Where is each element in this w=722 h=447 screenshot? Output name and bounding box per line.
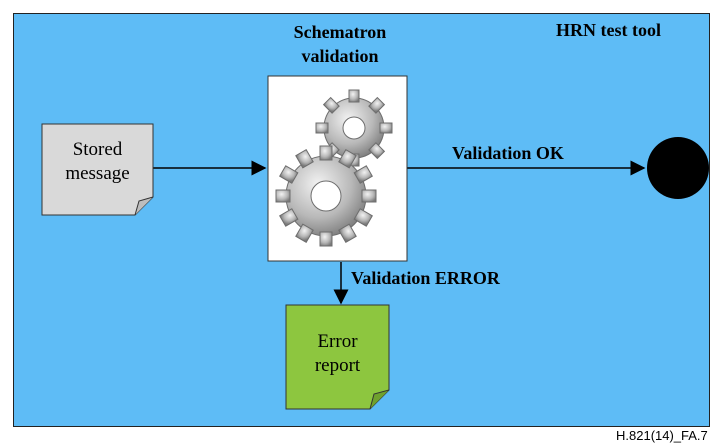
output-doc-line2: report (314, 355, 361, 376)
validation-ok-label: Validation OK (452, 143, 564, 163)
input-doc-line1: Stored (72, 139, 123, 160)
process-title-line1: Schematron (293, 22, 387, 42)
error-report-fold (369, 389, 390, 410)
figure-reference: H.821(14)_FA.7 (616, 428, 708, 443)
stored-message-label: Stored message (42, 138, 153, 186)
error-report-label: Error report (286, 330, 389, 378)
gears-icon (275, 89, 393, 247)
output-doc-line1: Error (317, 331, 358, 352)
schematron-validation-title: Schematron validation (258, 20, 422, 68)
tool-label: HRN test tool (556, 20, 661, 40)
end-node-icon (647, 137, 709, 199)
validation-error-label: Validation ERROR (351, 268, 500, 288)
stored-message-fold (134, 196, 154, 216)
process-title-line2: validation (301, 46, 379, 66)
input-doc-line2: message (65, 163, 130, 184)
